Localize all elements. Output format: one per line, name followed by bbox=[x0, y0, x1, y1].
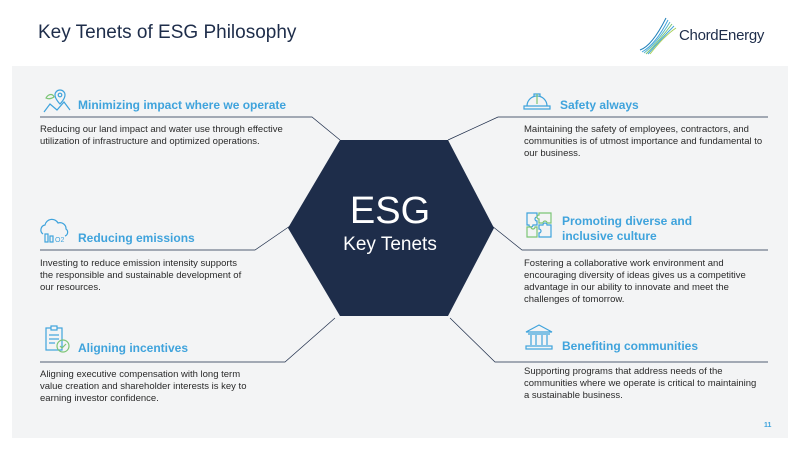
tenet-heading-communities: Benefiting communities bbox=[562, 339, 699, 353]
tenet-heading-safety: Safety always bbox=[560, 98, 639, 112]
page-number: 11 bbox=[764, 422, 772, 429]
slide-title: Key Tenets of ESG Philosophy bbox=[38, 22, 297, 43]
company-logo-text: ChordEnergy bbox=[679, 27, 765, 44]
community-building-icon bbox=[525, 324, 553, 350]
hex-subtitle: Key Tenets bbox=[343, 234, 437, 255]
tenet-heading-diversity-1: Promoting diverse and bbox=[562, 214, 693, 228]
tenet-body-emissions: Investing to reduce emission intensity s… bbox=[40, 258, 242, 293]
hard-hat-icon bbox=[523, 93, 551, 110]
tenet-body-diversity: Fostering a collaborative work environme… bbox=[524, 258, 746, 305]
tenet-body-impact: Reducing our land impact and water use t… bbox=[40, 124, 283, 147]
tenet-body-incentives: Aligning executive compensation with lon… bbox=[40, 369, 247, 404]
chord-swoosh-icon bbox=[639, 17, 677, 55]
map-pin-leaf-icon bbox=[43, 89, 71, 113]
tenet-heading-impact: Minimizing impact where we operate bbox=[78, 98, 287, 112]
tenet-heading-incentives: Aligning incentives bbox=[78, 341, 189, 355]
puzzle-pieces-icon bbox=[526, 212, 552, 238]
tenet-body-safety: Maintaining the safety of employees, con… bbox=[524, 124, 763, 159]
clipboard-check-icon bbox=[45, 325, 70, 353]
esg-hexagon bbox=[288, 140, 494, 316]
tenet-heading-emissions: Reducing emissions bbox=[78, 231, 195, 245]
cloud-co2-icon: O2 bbox=[40, 218, 69, 244]
tenet-heading-diversity-2: inclusive culture bbox=[562, 229, 657, 243]
svg-text:O2: O2 bbox=[55, 237, 64, 244]
tenet-body-communities: Supporting programs that address needs o… bbox=[524, 366, 757, 401]
hex-title: ESG bbox=[349, 190, 431, 232]
